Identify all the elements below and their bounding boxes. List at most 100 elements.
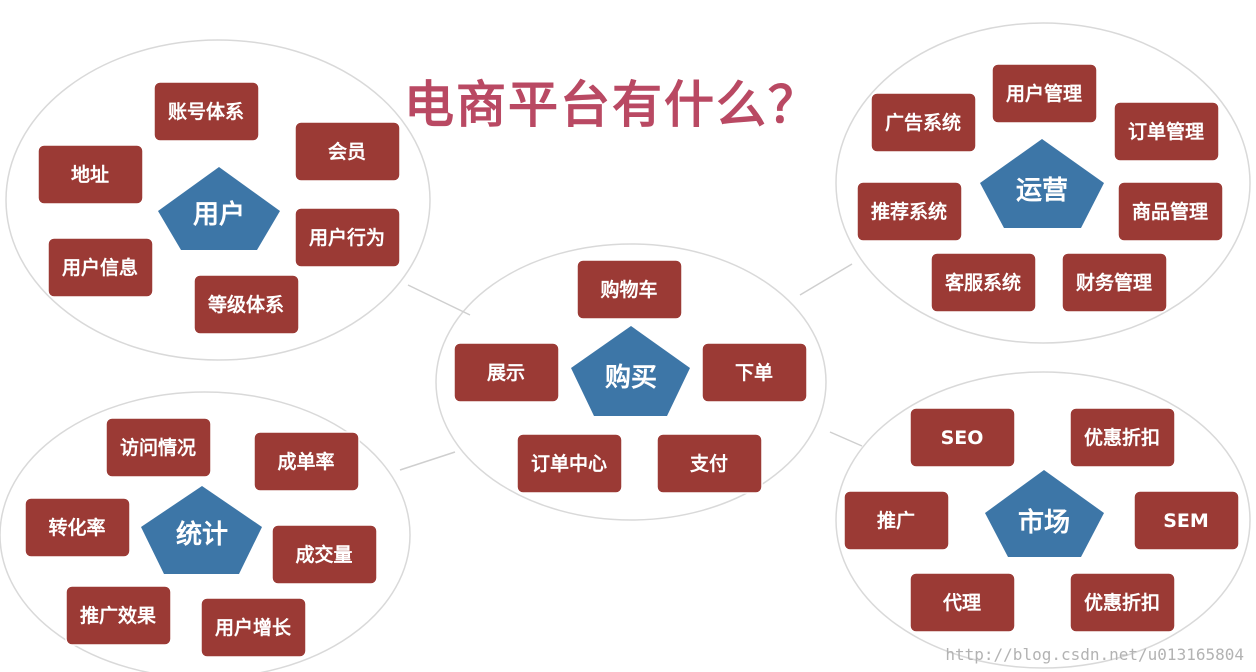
node-box	[37, 144, 144, 205]
node-box	[576, 259, 683, 320]
hub-operations: 运营	[980, 139, 1104, 228]
node-box	[1061, 252, 1168, 313]
node-box	[843, 490, 950, 551]
node-label: 优惠折扣	[1084, 426, 1160, 449]
node-ops-recommendation-system: 推荐系统	[856, 181, 963, 242]
node-label: 广告系统	[885, 111, 961, 134]
node-stats-order-rate: 成单率	[253, 431, 360, 492]
hub-pentagon	[158, 167, 280, 250]
hub-pentagon	[985, 470, 1104, 557]
connector-user-purchase	[407, 284, 471, 316]
hub-label: 统计	[176, 519, 228, 550]
node-box	[856, 181, 963, 242]
node-box	[193, 274, 300, 335]
node-market-promotion: 推广	[843, 490, 950, 551]
node-user-info: 用户信息	[47, 237, 154, 298]
node-box	[870, 92, 977, 153]
node-ops-customer-service-system: 客服系统	[930, 252, 1037, 313]
connector-market-purchase	[829, 431, 863, 447]
hub-statistics: 统计	[141, 486, 262, 574]
watermark-url: http://blog.csdn.net/u013165804	[945, 645, 1244, 664]
node-label: 账号体系	[168, 100, 244, 123]
node-label: 推广	[877, 509, 915, 532]
node-stats-volume: 成交量	[271, 524, 378, 585]
page-title: 电商平台有什么？	[404, 76, 820, 134]
hub-market: 市场	[985, 470, 1104, 557]
node-ops-order-management: 订单管理	[1113, 101, 1220, 162]
node-user-behavior: 用户行为	[294, 207, 401, 268]
node-label: 成交量	[295, 543, 352, 566]
node-box	[701, 342, 808, 403]
node-market-sem: SEM	[1133, 490, 1240, 551]
node-purchase-order-center: 订单中心	[516, 433, 623, 494]
node-label: 转化率	[48, 516, 105, 539]
node-box	[1117, 181, 1224, 242]
node-label: 订单中心	[531, 452, 607, 475]
group-ellipse-market	[835, 371, 1251, 669]
node-label: SEM	[1163, 510, 1209, 532]
node-box	[271, 524, 378, 585]
group-ellipse-operations	[835, 22, 1251, 344]
node-label: 购物车	[600, 278, 657, 301]
node-user-address: 地址	[37, 144, 144, 205]
node-label: 用户信息	[62, 256, 138, 279]
node-market-seo: SEO	[909, 407, 1016, 468]
node-user-account-system: 账号体系	[153, 81, 260, 142]
hub-label: 市场	[1018, 507, 1070, 538]
hub-user: 用户	[158, 167, 280, 250]
hub-pentagon	[571, 326, 690, 416]
hub-purchase: 购买	[571, 326, 690, 416]
node-ops-finance-management: 财务管理	[1061, 252, 1168, 313]
node-label: 客服系统	[945, 271, 1021, 294]
node-purchase-place-order: 下单	[701, 342, 808, 403]
node-label: 访问情况	[120, 436, 196, 459]
node-label: 财务管理	[1076, 271, 1152, 294]
node-user-level-system: 等级体系	[193, 274, 300, 335]
node-purchase-display: 展示	[453, 342, 560, 403]
node-label: 用户增长	[215, 616, 292, 639]
node-box	[909, 572, 1016, 633]
group-ellipse-statistics	[0, 391, 411, 672]
node-box	[200, 597, 307, 658]
hub-label: 用户	[193, 199, 245, 230]
group-ellipse-purchase	[435, 243, 827, 521]
node-market-agent: 代理	[909, 572, 1016, 633]
node-box	[253, 431, 360, 492]
group-ellipse-user	[5, 39, 431, 361]
node-label: 下单	[735, 361, 773, 384]
hub-pentagon	[141, 486, 262, 574]
node-stats-visits: 访问情况	[105, 417, 212, 478]
node-box	[909, 407, 1016, 468]
node-box	[65, 585, 172, 646]
node-stats-promotion-effect: 推广效果	[65, 585, 172, 646]
node-purchase-cart: 购物车	[576, 259, 683, 320]
connector-statistics-purchase	[399, 451, 456, 471]
hub-label: 购买	[605, 363, 657, 393]
node-market-discount-top: 优惠折扣	[1069, 407, 1176, 468]
node-label: 用户管理	[1006, 82, 1082, 105]
node-label: 用户行为	[309, 226, 385, 249]
node-label: 支付	[689, 452, 728, 475]
connector-operations-purchase	[799, 263, 853, 296]
node-box	[453, 342, 560, 403]
node-label: SEO	[941, 427, 984, 449]
node-box	[294, 121, 401, 182]
node-label: 代理	[942, 592, 981, 614]
node-box	[930, 252, 1037, 313]
node-box	[516, 433, 623, 494]
node-label: 展示	[487, 362, 525, 384]
node-label: 订单管理	[1128, 120, 1204, 143]
node-box	[47, 237, 154, 298]
node-stats-conversion-rate: 转化率	[24, 497, 131, 558]
node-purchase-payment: 支付	[656, 433, 763, 494]
node-stats-user-growth: 用户增长	[200, 597, 307, 658]
node-box	[153, 81, 260, 142]
node-box	[1113, 101, 1220, 162]
node-label: 会员	[328, 140, 366, 163]
node-box	[294, 207, 401, 268]
node-label: 推荐系统	[871, 200, 947, 223]
node-label: 优惠折扣	[1084, 591, 1160, 614]
node-label: 成单率	[277, 450, 334, 473]
node-box	[24, 497, 131, 558]
